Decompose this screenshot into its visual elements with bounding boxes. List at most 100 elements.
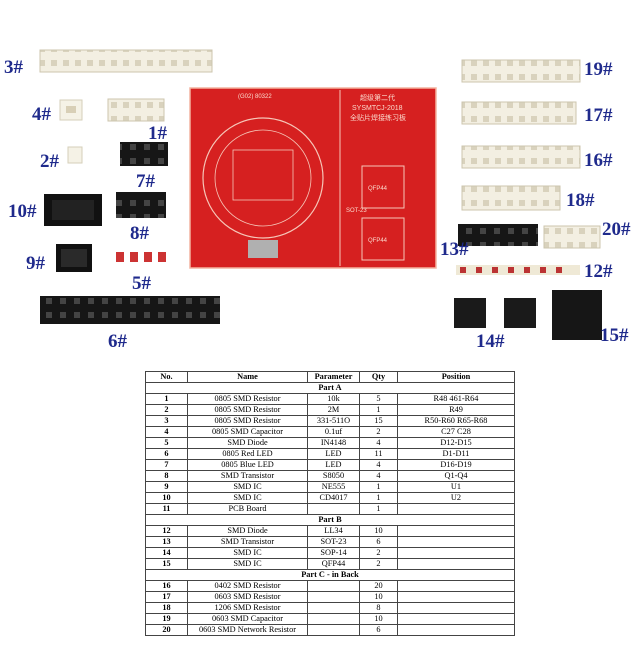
cell-param: NE555 (307, 481, 360, 493)
cell-no: 11 (145, 503, 188, 515)
label-15: 15# (600, 325, 629, 346)
cell-no: 6 (145, 448, 188, 460)
cell-no: 9 (145, 481, 188, 493)
tape-strip-7 (120, 142, 168, 166)
cell-no: 8 (145, 470, 188, 482)
cell-param: SOP-14 (307, 547, 360, 559)
label-13: 13# (440, 239, 469, 260)
cell-no: 19 (145, 613, 188, 625)
tape-strip-16 (461, 145, 581, 169)
cell-qty: 4 (359, 459, 398, 471)
label-3: 3# (4, 57, 23, 78)
cell-name: 0402 SMD Resistor (187, 580, 308, 592)
cell-qty: 1 (359, 492, 398, 504)
cell-no: 4 (145, 426, 188, 438)
label-12: 12# (584, 261, 613, 282)
pcb-title-1: 超级第二代 (360, 93, 395, 102)
cell-name: PCB Board (187, 503, 308, 515)
cell-qty: 15 (359, 415, 398, 427)
ic-9 (56, 244, 92, 272)
header-position: Position (397, 371, 515, 383)
cell-param: 10k (307, 393, 360, 405)
label-5: 5# (132, 273, 151, 294)
cell-pos: D16-D19 (397, 459, 515, 471)
cell-no: 16 (145, 580, 188, 592)
cell-param (307, 613, 360, 625)
cell-qty: 8 (359, 602, 398, 614)
cell-pos (397, 503, 515, 515)
tape-strip-19 (461, 59, 581, 83)
label-6: 6# (108, 331, 127, 352)
ic-10 (44, 194, 102, 226)
tape-strip-17 (461, 101, 577, 125)
label-8: 8# (130, 223, 149, 244)
cell-pos: Q1-Q4 (397, 470, 515, 482)
sop-ic-15 (552, 290, 602, 340)
qfp-ic-14 (454, 298, 536, 328)
cell-param (307, 580, 360, 592)
cell-pos: D12-D15 (397, 437, 515, 449)
cell-no: 14 (145, 547, 188, 559)
label-19: 19# (584, 59, 613, 80)
section-row: Part C - in Back (145, 569, 515, 581)
cell-no: 5 (145, 437, 188, 449)
label-10: 10# (8, 201, 37, 222)
diodes-5 (116, 252, 166, 262)
header-parameter: Parameter (307, 371, 360, 383)
cell-param: SOT-23 (307, 536, 360, 548)
section-title: Part C - in Back (145, 569, 515, 581)
cell-name: SMD Diode (187, 525, 308, 537)
label-1: 1# (148, 123, 167, 144)
cell-pos: R49 (397, 404, 515, 416)
label-20: 20# (602, 219, 631, 240)
cell-param: 2M (307, 404, 360, 416)
cell-no: 10 (145, 492, 188, 504)
cell-qty: 1 (359, 481, 398, 493)
section-row: Part B (145, 514, 515, 526)
cell-name: SMD Diode (187, 437, 308, 449)
cell-name: 0805 SMD Resistor (187, 393, 308, 405)
cell-name: 1206 SMD Resistor (187, 602, 308, 614)
pcb-rev-label: (G02) 80322 (238, 94, 272, 100)
cell-name: SMD Transistor (187, 536, 308, 548)
cell-no: 18 (145, 602, 188, 614)
cell-param (307, 624, 360, 636)
pcb-title-3: 全贴片焊接练习板 (350, 113, 406, 122)
components-photo: (G02) 80322 超级第二代 SYSMTCJ-2018 全贴片焊接练习板 … (39, 49, 602, 340)
cell-pos: U2 (397, 492, 515, 504)
cell-name: SMD IC (187, 558, 308, 570)
cell-name: SMD Transistor (187, 470, 308, 482)
cell-pos (397, 580, 515, 592)
tape-strip-3 (39, 49, 213, 73)
label-17: 17# (584, 105, 613, 126)
cell-name: SMD IC (187, 492, 308, 504)
cell-qty: 4 (359, 470, 398, 482)
cell-qty: 5 (359, 393, 398, 405)
cell-pos: C27 C28 (397, 426, 515, 438)
cell-pos (397, 558, 515, 570)
cell-pos (397, 591, 515, 603)
cell-qty: 2 (359, 547, 398, 559)
label-2: 2# (40, 151, 59, 172)
cell-param (307, 503, 360, 515)
cell-name: SMD IC (187, 481, 308, 493)
cell-pos: D1-D11 (397, 448, 515, 460)
